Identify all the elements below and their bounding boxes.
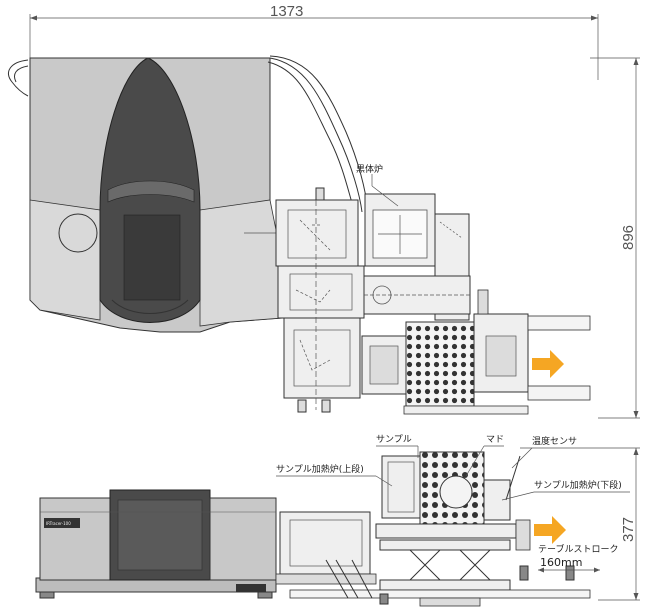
stage-direction-arrow-top: [532, 350, 564, 378]
height-dimension-label: 896: [620, 225, 637, 250]
sample-label: サンプル: [376, 434, 412, 445]
temperature-sensor-label: 温度センサ: [532, 435, 577, 447]
side-callouts: サンプル マド 温度センサ サンプル加熱炉(上段) サンプル加熱炉(下段): [276, 434, 630, 501]
spectrometer-side-view: IRTracer-100: [35, 489, 277, 599]
blackbody-furnace-label: 黒体炉: [356, 163, 383, 175]
table-stroke-value: 160mm: [540, 556, 582, 569]
window-label: マド: [486, 435, 504, 445]
width-dimension: 1373: [29, 3, 599, 80]
stage-direction-arrow-side: [534, 516, 566, 544]
cables: [267, 55, 369, 213]
spectrometer-top-view: [8, 57, 290, 333]
side-height-label: 377: [620, 517, 637, 542]
upper-heater-label: サンプル加熱炉(上段): [276, 463, 364, 475]
width-dimension-label: 1373: [270, 3, 303, 20]
lower-heater-label: サンプル加熱炉(下段): [534, 479, 622, 491]
side-optics: [275, 451, 591, 607]
table-stroke-dimension: テーブルストローク 160mm: [538, 543, 618, 573]
instrument-badge: IRTracer-100: [46, 521, 71, 526]
table-stroke-label: テーブルストローク: [538, 543, 618, 555]
side-height-dimension: 377: [520, 447, 640, 601]
height-dimension: 896: [590, 57, 640, 419]
sample-stage-top: [403, 289, 591, 415]
blackbody-callout: 黒体炉: [356, 163, 399, 207]
optics-modules: [275, 187, 471, 413]
